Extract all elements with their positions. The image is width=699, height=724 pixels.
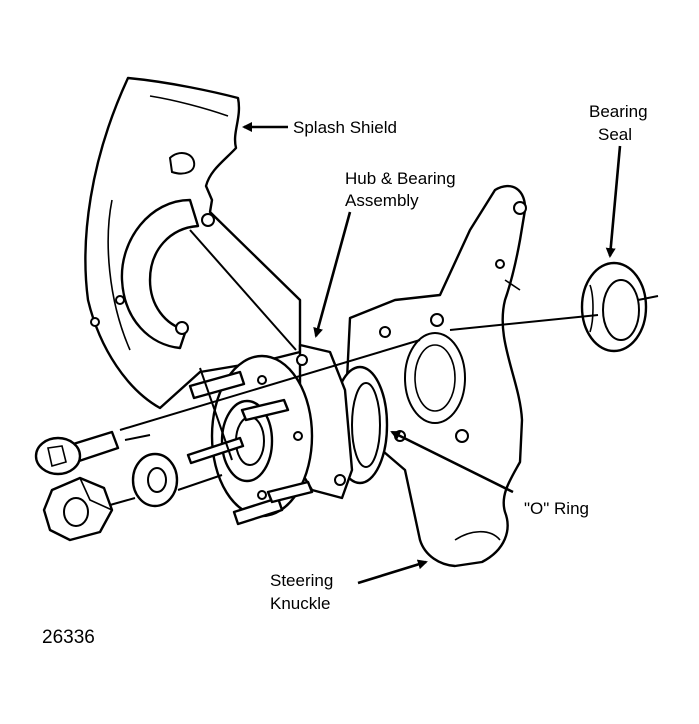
bearing-seal-part [580, 261, 648, 353]
hub-bearing-label-line2: Assembly [345, 191, 419, 210]
assembly-axes [109, 229, 659, 506]
splash-shield-label: Splash Shield [293, 118, 397, 137]
leader-lines [242, 122, 622, 585]
hub-bolt-part [34, 430, 120, 476]
bearing-seal-label-line1: Bearing [589, 102, 648, 121]
steering-knuckle-part [343, 184, 527, 568]
steering-knuckle-label-line1: Steering [270, 571, 333, 590]
hub-bearing-label-line1: Hub & Bearing [345, 169, 456, 188]
o-ring-label: "O" Ring [524, 499, 589, 518]
figure-number: 26336 [42, 627, 95, 648]
steering-knuckle-label-line2: Knuckle [270, 594, 330, 613]
hub-bearing-assembly-part [210, 343, 354, 518]
hub-nut-part [42, 476, 114, 542]
wheel-studs [186, 370, 314, 526]
washer-part [131, 452, 179, 508]
bearing-seal-label-line2: Seal [598, 125, 632, 144]
splash-shield-part [84, 76, 302, 410]
